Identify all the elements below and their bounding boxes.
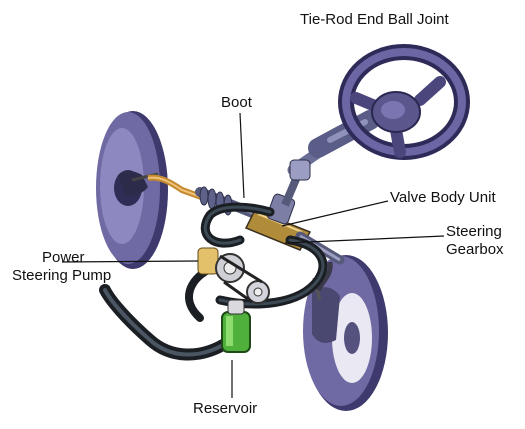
leader-lines [61, 112, 445, 398]
right-wheel [303, 255, 388, 411]
reservoir [221, 299, 251, 353]
label-steering-gearbox-line1: Steering [446, 223, 502, 240]
label-tie-rod-end-ball-joint: Tie-Rod End Ball Joint [300, 11, 449, 28]
label-valve-body-unit: Valve Body Unit [390, 189, 496, 206]
label-boot: Boot [221, 94, 252, 111]
label-power-steering-pump-line1: Power [42, 249, 85, 266]
power-steering-pump [197, 247, 270, 304]
left-wheel [96, 111, 168, 269]
hydraulic-hoses [99, 202, 328, 361]
label-reservoir: Reservoir [193, 400, 258, 417]
label-steering-gearbox-line2: Gearbox [446, 241, 504, 258]
steering-gearbox [244, 209, 345, 292]
steering-wheel [338, 44, 470, 160]
label-power-steering-pump-line2: Steering Pump [12, 267, 112, 284]
